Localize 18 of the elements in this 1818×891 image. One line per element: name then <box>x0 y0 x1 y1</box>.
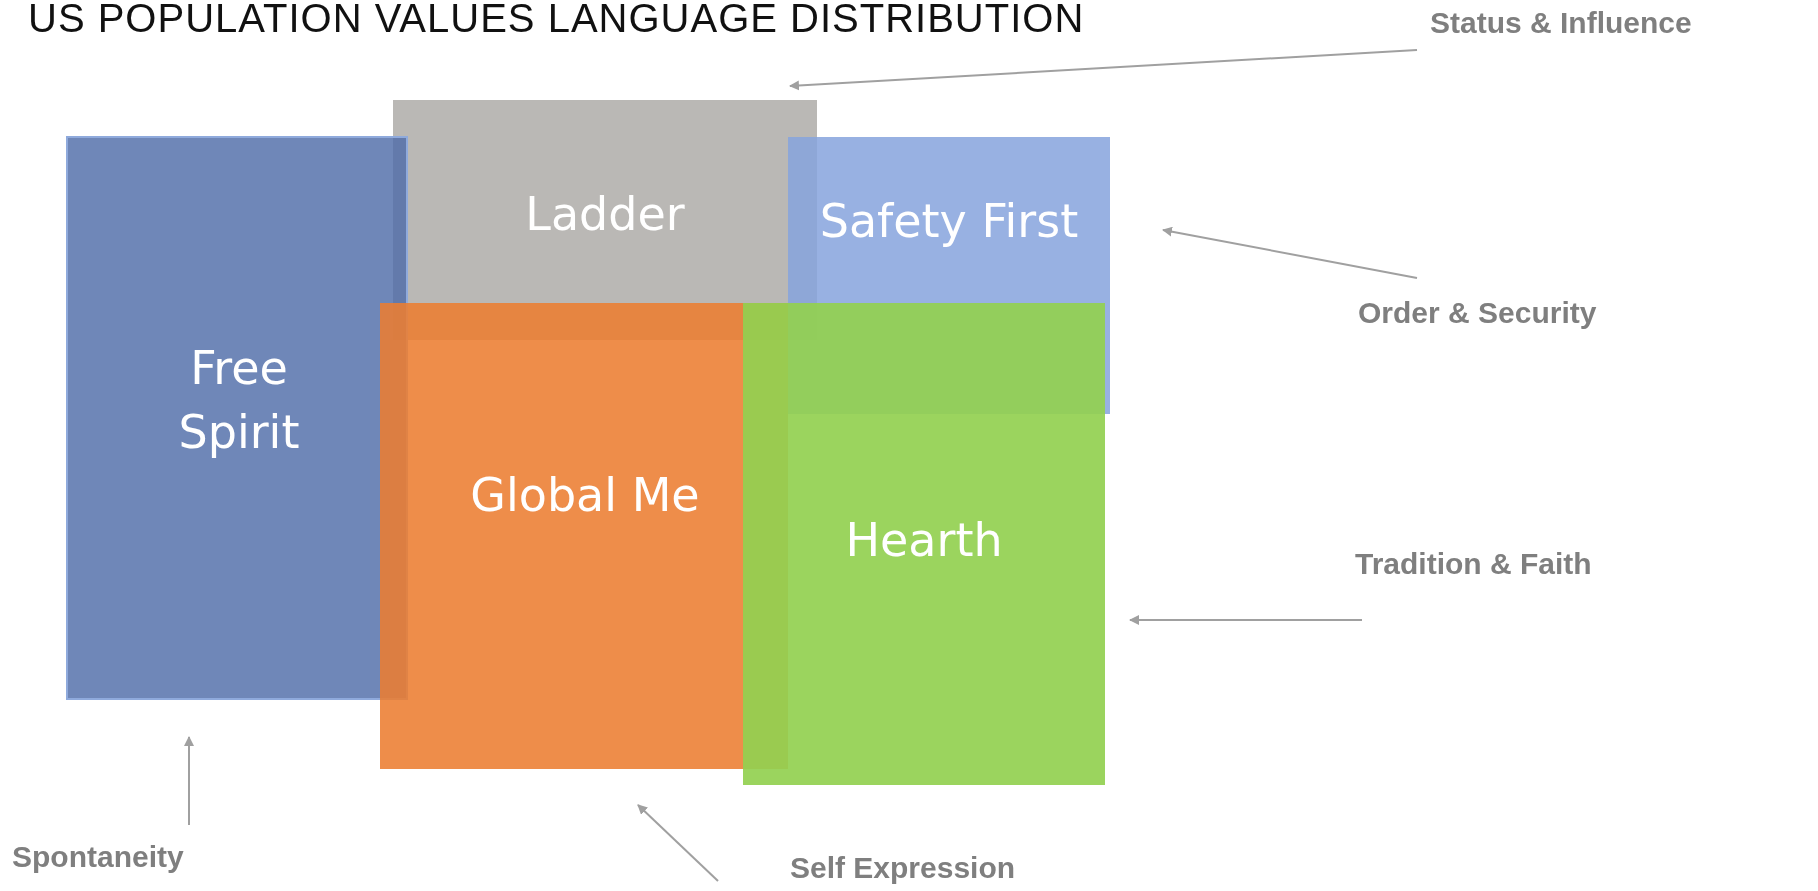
value-label: Spontaneity <box>12 840 184 874</box>
block-label: Free Spirit <box>177 340 301 462</box>
arrow <box>789 49 1418 91</box>
value-label: Tradition & Faith <box>1355 547 1592 581</box>
arrow <box>184 736 194 826</box>
category-block <box>743 303 1105 785</box>
title: US POPULATION VALUES LANGUAGE DISTRIBUTION <box>28 0 1085 41</box>
block-label: Hearth <box>844 512 1004 569</box>
arrow <box>1129 615 1363 625</box>
block-label: Global Me <box>469 467 701 524</box>
value-label: Order & Security <box>1358 296 1597 330</box>
arrow <box>637 804 719 882</box>
block-label: Ladder <box>524 186 686 243</box>
value-label: Status & Influence <box>1430 6 1692 40</box>
block-label: Safety First <box>818 193 1080 250</box>
category-block <box>66 136 408 700</box>
value-label: Self Expression <box>790 851 1016 885</box>
arrow <box>1162 226 1418 279</box>
